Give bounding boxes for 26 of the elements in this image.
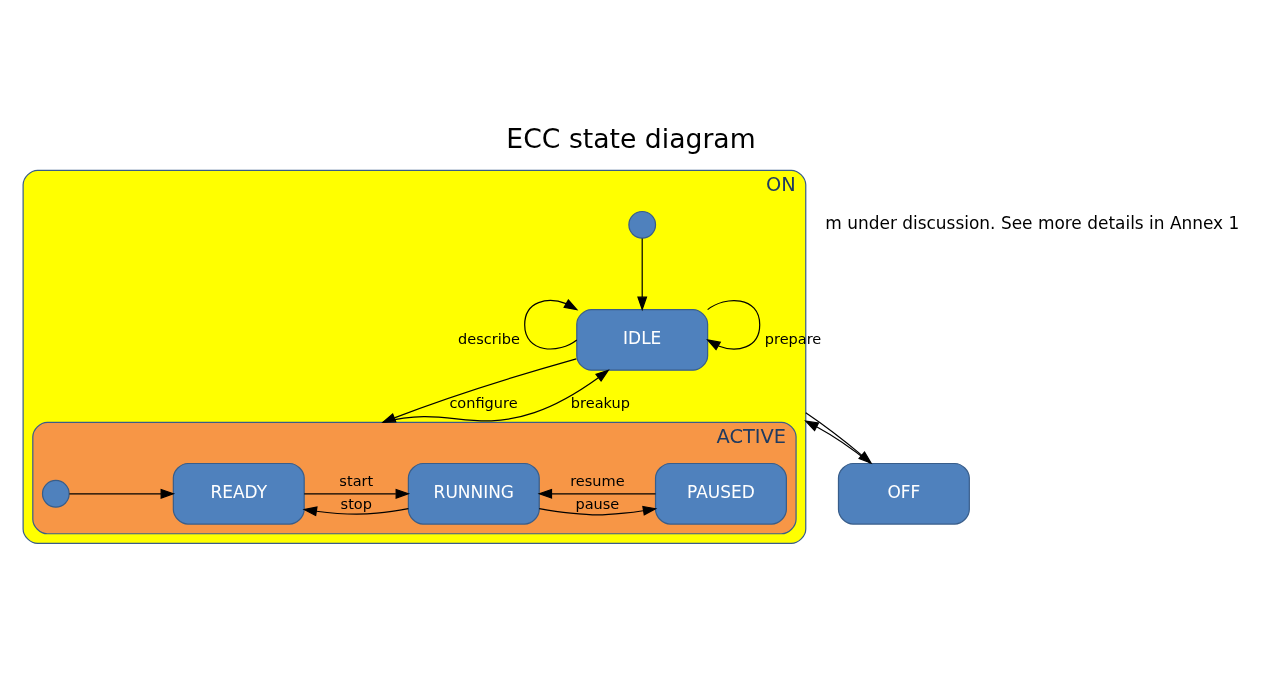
label: m under discussion. See more details in Annex 1 — [825, 213, 1240, 234]
arrow — [68, 488, 176, 499]
edge-label: configure — [449, 395, 518, 412]
diagram-title: ECC state diagram — [506, 123, 756, 155]
arrow — [537, 488, 657, 499]
edge-label: describe — [458, 330, 520, 347]
edge-label: resume — [570, 473, 625, 490]
node-circle — [41, 479, 70, 508]
edge-label: stop — [340, 496, 372, 513]
node-box: PAUSED — [654, 462, 787, 525]
arrow — [706, 299, 761, 351]
node-box: READY — [172, 462, 305, 525]
arrow — [538, 505, 658, 516]
arrow — [303, 488, 411, 499]
edge-label: pause — [575, 496, 620, 513]
arrow — [637, 237, 648, 312]
arrow — [302, 506, 409, 517]
node-box: RUNNING — [407, 462, 540, 525]
node-box: OFF — [837, 462, 970, 525]
arrow — [524, 298, 579, 350]
edge-label: start — [339, 473, 374, 490]
arrow — [805, 412, 873, 465]
node-box: IDLE — [576, 309, 709, 371]
edge-label: breakup — [570, 395, 630, 412]
arrow — [804, 420, 871, 464]
node-circle — [628, 210, 657, 239]
